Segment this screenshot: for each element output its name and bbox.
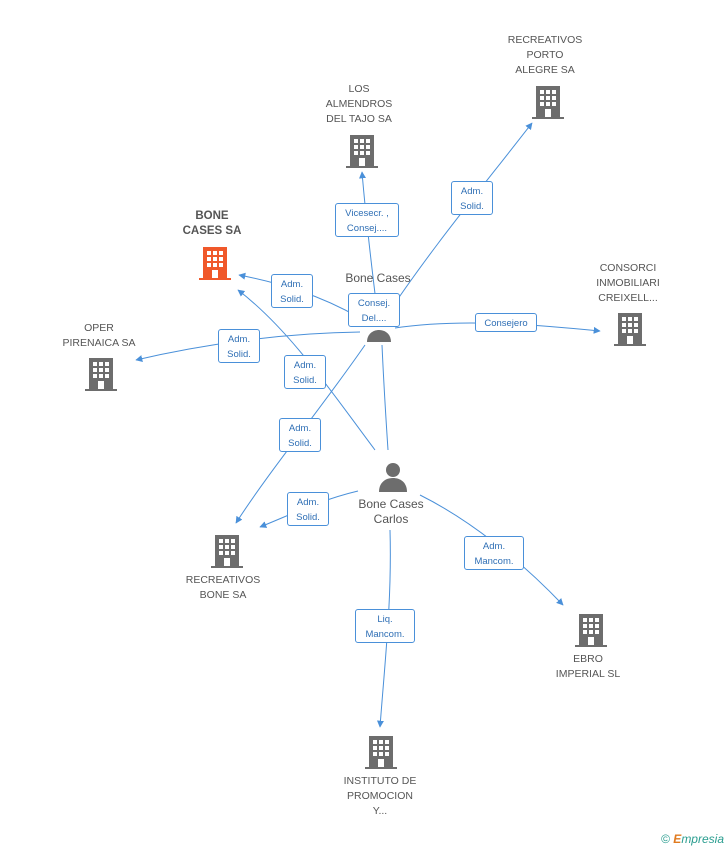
relation-label[interactable]: Adm. Solid.: [218, 329, 260, 363]
edge-carlos-javier: [381, 344, 389, 451]
relation-label[interactable]: Consejero: [475, 313, 537, 332]
node-label-ebro-imperial[interactable]: EBRO IMPERIAL SL: [555, 653, 621, 680]
brand-logo-e: E: [673, 832, 682, 846]
building-icon: [365, 736, 397, 769]
building-icon: [532, 86, 564, 119]
relation-label[interactable]: Liq. Mancom.: [355, 609, 415, 643]
node-label-consorci[interactable]: CONSORCI INMOBILIARI CREIXELL...: [596, 262, 660, 304]
brand-logo-text: mpresia: [681, 832, 724, 846]
relation-label[interactable]: Adm. Solid.: [279, 418, 321, 452]
node-label-instituto[interactable]: INSTITUTO DE PROMOCION Y...: [343, 775, 417, 817]
relation-label[interactable]: Adm. Solid.: [451, 181, 493, 215]
brand-footer[interactable]: © Empresia: [661, 832, 724, 846]
edge-javier-porto: [384, 122, 533, 319]
building-icon: [85, 358, 117, 391]
relation-label[interactable]: Adm. Solid.: [284, 355, 326, 389]
building-icon: [199, 247, 231, 280]
node-label-oper-pirenaica[interactable]: OPER PIRENAICA SA: [62, 322, 136, 349]
relation-label[interactable]: Adm. Solid.: [287, 492, 329, 526]
node-label-bone-cases-sa[interactable]: BONE CASES SA: [182, 210, 242, 237]
node-label-recreativos-bone[interactable]: RECREATIVOS BONE SA: [185, 574, 261, 601]
person-icon: [367, 330, 391, 342]
relation-label[interactable]: Vicesecr. , Consej....: [335, 203, 399, 237]
relation-label[interactable]: Adm. Solid.: [271, 274, 313, 308]
person-label-javier[interactable]: Bone Cases Javier: [345, 271, 411, 285]
copyright-symbol: ©: [661, 832, 670, 846]
building-icon: [614, 313, 646, 346]
building-icon: [346, 135, 378, 168]
building-icon: [575, 614, 607, 647]
relation-label[interactable]: Consej. Del....: [348, 293, 400, 327]
person-icon: [379, 463, 407, 492]
person-label-carlos[interactable]: Bone Cases Carlos: [358, 497, 424, 526]
node-label-los-almendros[interactable]: LOS ALMENDROS DEL TAJO SA: [325, 83, 393, 125]
node-label-recreativos-porto[interactable]: RECREATIVOS PORTO ALEGRE SA: [507, 34, 583, 76]
relation-label[interactable]: Adm. Mancom.: [464, 536, 524, 570]
building-icon: [211, 535, 243, 568]
